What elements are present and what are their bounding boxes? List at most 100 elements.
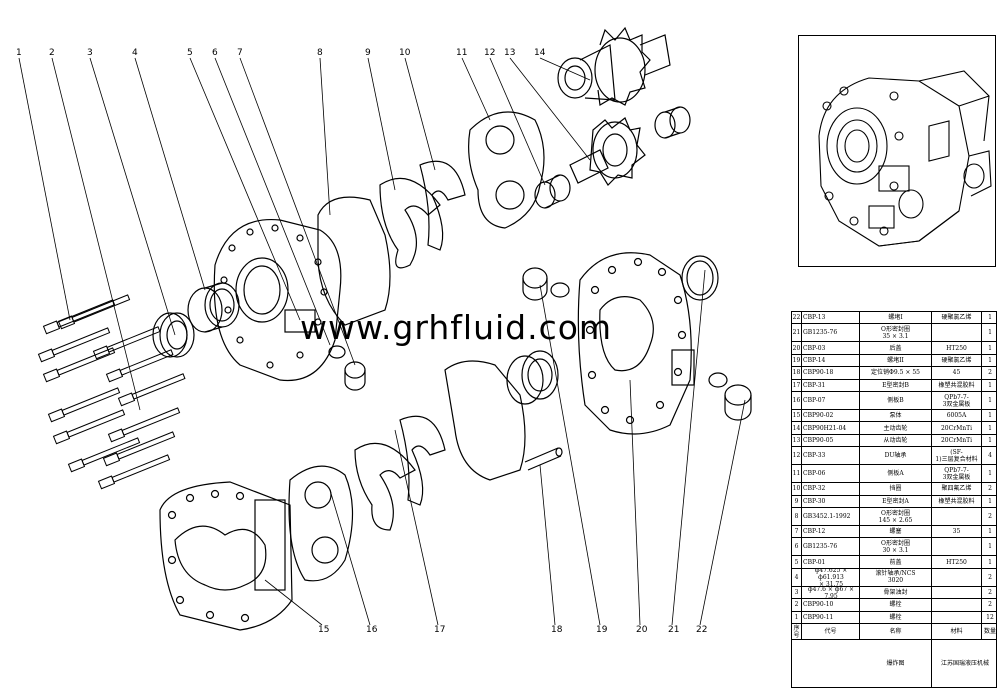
bom-cell-code: CBP90-18 <box>802 367 860 379</box>
bom-cell-material: 45 <box>932 367 982 379</box>
bom-cell-code: CBP-01 <box>802 556 860 568</box>
bom-cell-name: 侧板A <box>860 465 932 483</box>
bom-cell-material <box>932 508 982 525</box>
oil-seal <box>152 312 195 358</box>
bom-cell-code: CBP-14 <box>802 354 860 367</box>
callout-10: 10 <box>399 48 411 58</box>
retainer-ring-b <box>399 415 446 506</box>
bom-cell-qty: 4 <box>988 452 992 460</box>
bom-cell-no: 4 <box>792 568 802 586</box>
callout-18: 18 <box>551 625 563 635</box>
bom-cell-name: 螺堵II <box>860 354 932 367</box>
o-ring-21 <box>681 255 719 301</box>
bom-cell-code: CBP90-05 <box>802 434 860 447</box>
side-plate-b <box>288 465 354 582</box>
bom-cell-qty: 1 <box>988 397 992 404</box>
callout-20: 20 <box>636 625 648 635</box>
bom-cell-name: O形密封圈 30 × 3.1 <box>860 538 932 556</box>
bom-cell-code: GB1235-76 <box>802 324 860 342</box>
bom-cell-code: GB1235-76 <box>802 538 860 556</box>
bom-cell-no: 16 <box>792 392 802 409</box>
bom-cell-material: (SF- 1)三层复合材料 <box>932 447 982 465</box>
bom-cell-qty: 2 <box>988 513 992 520</box>
bom-cell-no: 9 <box>792 495 802 507</box>
bom-cell-name: 螺堵I <box>860 312 932 324</box>
bom-cell-name: O形密封圈 145 × 2.65 <box>860 508 932 525</box>
bom-cell-material: 20CrMnTi <box>932 422 982 434</box>
rear-bearing <box>506 350 559 405</box>
bom-cell-name: 滚针轴承/NCS 3020 <box>860 568 932 586</box>
drawing-title: 爆炸图 <box>860 640 932 687</box>
bom-cell-name: 前盖 <box>860 556 932 568</box>
bom-cell-code: ф47.625 × ф61.913 × 31.75 <box>802 568 860 586</box>
bom-cell-qty: 1 <box>988 329 992 337</box>
bom-cell-qty: 2 <box>988 573 992 581</box>
bom-cell-name: O形密封圈 35 × 3.1 <box>860 324 932 342</box>
bom-cell-material: 35 <box>932 526 982 538</box>
callout-12: 12 <box>484 48 496 58</box>
bom-cell-code: CBP90-11 <box>802 611 860 623</box>
bom-cell-no: 1 <box>792 611 802 623</box>
bom-cell-qty: 12 <box>986 613 994 621</box>
bom-cell-code: CBP90-02 <box>802 410 860 422</box>
bom-cell-name: DU轴承 <box>860 447 932 465</box>
bom-cell-name: E型密封A <box>860 495 932 507</box>
bom-cell-qty: 1 <box>988 356 992 364</box>
bom-cell-no: 8 <box>792 508 802 525</box>
bom-cell-no: 15 <box>792 410 802 422</box>
bom-cell-material: 6005A <box>932 410 982 422</box>
bom-cell-code: CBP90H21-04 <box>802 422 860 434</box>
bom-cell-name: 主动齿轮 <box>860 422 932 434</box>
bom-cell-no: 2 <box>792 599 802 611</box>
bom-cell-no: 7 <box>792 526 802 538</box>
bolts <box>37 294 186 490</box>
bom-cell-code: GB3452.1-1992 <box>802 508 860 525</box>
bom-cell-no: 13 <box>792 434 802 447</box>
bom-cell-qty: 2 <box>988 485 992 493</box>
bom-cell-code: CBP-12 <box>802 526 860 538</box>
bom-cell-name: E型密封B <box>860 379 932 391</box>
bom-header-row: 序号代号名称材料数量 <box>792 624 996 640</box>
bom-cell-material: 硬聚氯乙烯 <box>932 312 982 324</box>
exploded-view-drawing: 1 2 3 4 5 6 7 8 9 10 11 12 13 14 15 16 1… <box>16 26 752 635</box>
o-ring-lower <box>444 360 526 481</box>
callout-14: 14 <box>534 48 546 58</box>
callout-1: 1 <box>16 48 22 58</box>
bom-cell-code: CBP-07 <box>802 392 860 409</box>
bom-cell-qty: 1 <box>988 344 992 352</box>
company-name: 江苏国瑞液压机械 <box>940 660 989 667</box>
bom-cell-qty: 1 <box>988 558 992 566</box>
bom-cell-qty: 2 <box>988 369 992 377</box>
o-ring-8 <box>317 196 391 326</box>
bom-cell-material <box>932 611 982 623</box>
bom-header-name: 名称 <box>860 624 932 639</box>
callout-17: 17 <box>434 625 446 635</box>
callout-21: 21 <box>668 625 680 635</box>
e-seal-b <box>354 442 416 531</box>
bom-cell-no: 14 <box>792 422 802 434</box>
bom-cell-no: 20 <box>792 342 802 354</box>
callout-19: 19 <box>596 625 608 635</box>
assembled-pump-drawing <box>818 70 992 247</box>
bom-cell-material <box>932 324 982 342</box>
bom-cell-no: 3 <box>792 586 802 599</box>
callout-2: 2 <box>49 48 55 58</box>
side-plate-a <box>468 111 545 229</box>
bom-header-qty: 数量 <box>983 628 996 635</box>
bom-cell-material: 橡塑共混胶料 <box>932 379 982 391</box>
bom-cell-material: 橡塑共混胶料 <box>932 495 982 507</box>
